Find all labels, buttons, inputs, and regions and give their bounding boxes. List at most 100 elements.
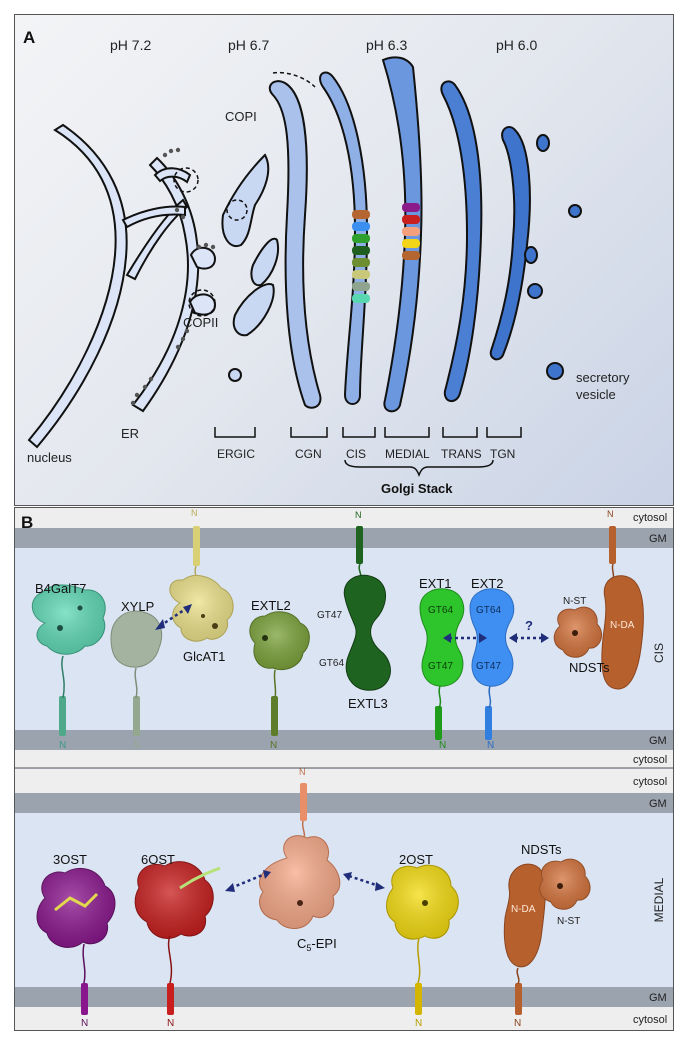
- extl2-protein: [249, 611, 310, 736]
- label-cis-side: CIS: [652, 643, 666, 663]
- copi-label: COPI: [225, 109, 257, 124]
- arrowhead: [479, 633, 487, 643]
- golgi-stack-label: Golgi Stack: [381, 481, 453, 496]
- extl3-protein: [343, 526, 391, 691]
- xylp-n-terminus: N: [133, 740, 140, 751]
- glcat1-n-terminus: N: [191, 508, 198, 518]
- label-b4galt7: B4GalT7: [35, 581, 86, 596]
- extl3-gt64-label: GT64: [319, 658, 344, 669]
- extl3-n-terminus: N: [355, 510, 362, 520]
- medial-enzyme-marker: [402, 227, 420, 236]
- ph-label-ergic: pH 6.7: [228, 37, 269, 53]
- nucleus-label: nucleus: [27, 450, 72, 465]
- panel-b-letter: B: [21, 513, 33, 532]
- panel-a: A pH 7.2 pH 6.7 pH 6.3 pH 6.0 COPII ER n…: [14, 14, 674, 506]
- arrowhead: [509, 633, 517, 643]
- secretory-vesicles: [524, 134, 582, 380]
- cis-enzyme-marker: [352, 270, 370, 279]
- label-cis: CIS: [346, 447, 366, 461]
- ndst-medial-nda-label: N-DA: [511, 904, 536, 915]
- extl3-gt47-label: GT47: [317, 610, 342, 621]
- ph-label-er: pH 7.2: [110, 37, 151, 53]
- medial-cytosol-bottom: [15, 1007, 673, 1030]
- label-gm-1: GM: [649, 533, 667, 545]
- label-gm-3: GM: [649, 798, 667, 810]
- label-gm-2: GM: [649, 735, 667, 747]
- b4galt7-protein: [31, 584, 106, 736]
- label-ndsts-medial: NDSTs: [521, 842, 562, 857]
- label-cytosol-1: cytosol: [633, 512, 667, 524]
- medial-cytosol-top: [15, 769, 673, 793]
- medial-enzyme-marker: [402, 239, 420, 248]
- ext1-n-terminus: N: [439, 740, 446, 751]
- cis-enzyme-marker: [352, 282, 370, 291]
- cis-enzyme-marker: [352, 246, 370, 255]
- ndst-medial-nst-label: N-ST: [557, 916, 580, 927]
- label-gm-4: GM: [649, 992, 667, 1004]
- label-trans: TRANS: [441, 447, 482, 461]
- medial-enzyme-markers: [402, 203, 420, 260]
- label-glcat1: GlcAT1: [183, 649, 225, 664]
- glcat1-protein: [169, 526, 234, 642]
- panel-b: B cytosol GM GM cytosol cytosol GM GM cy…: [14, 507, 674, 1031]
- panel-a-letter: A: [23, 28, 35, 47]
- arrowhead: [263, 870, 271, 879]
- ext1-gt47-label: GT47: [428, 661, 453, 672]
- arrowhead: [225, 883, 235, 892]
- medial-membrane-bottom: [15, 987, 673, 1007]
- medial-enzyme-marker: [402, 203, 420, 212]
- trans-cisterna: [440, 80, 483, 402]
- label-xylp: XYLP: [121, 599, 154, 614]
- er-label: ER: [121, 426, 139, 441]
- ext2-protein: [469, 588, 515, 740]
- ph-label-trans: pH 6.0: [496, 37, 537, 53]
- er-ribosomes: [130, 147, 216, 406]
- secretory-label-2: vesicle: [576, 387, 616, 402]
- copii-vesicle: [188, 289, 216, 317]
- copii-vesicle-top: [173, 167, 199, 193]
- ext2-gt47-label: GT47: [476, 661, 501, 672]
- cis-cytosol-top: [15, 508, 673, 528]
- ph-label-cis-medial: pH 6.3: [366, 37, 407, 53]
- ndst-medial-n-terminus: N: [514, 1018, 521, 1029]
- label-extl3: EXTL3: [348, 696, 388, 711]
- medial-membrane-top: [15, 793, 673, 813]
- cis-enzyme-marker: [352, 234, 370, 243]
- b4galt7-n-terminus: N: [59, 740, 66, 751]
- 3ost-protein: [36, 868, 116, 1015]
- ext2-n-terminus: N: [487, 740, 494, 751]
- medial-enzyme-marker: [402, 251, 420, 260]
- ext2-gt64-label: GT64: [476, 605, 501, 616]
- extl2-n-terminus: N: [270, 740, 277, 751]
- tgn-cisterna: [489, 126, 531, 361]
- label-cytosol-3: cytosol: [633, 776, 667, 788]
- ndst-medial-protein: [503, 858, 591, 1015]
- label-ext2: EXT2: [471, 576, 504, 591]
- endoplasmic-reticulum: [121, 156, 217, 413]
- unknown-interaction-mark: ?: [525, 618, 533, 633]
- xylp-protein: [110, 610, 163, 736]
- label-tgn: TGN: [490, 447, 515, 461]
- ndst-cis-n-terminus: N: [607, 509, 614, 519]
- arrowhead: [183, 604, 192, 614]
- label-6ost: 6OST: [141, 852, 175, 867]
- medial-enzyme-marker: [402, 215, 420, 224]
- cis-enzyme-marker: [352, 258, 370, 267]
- ergic-vesicle: [226, 199, 248, 221]
- ndst-cis-protein: [553, 526, 644, 690]
- enzyme-diagram: B cytosol GM GM cytosol cytosol GM GM cy…: [15, 508, 673, 1030]
- arrowhead: [541, 633, 549, 643]
- 6ost-n-terminus: N: [167, 1018, 174, 1029]
- arrowhead: [155, 619, 165, 630]
- label-c5epi: C5-EPI: [297, 936, 337, 953]
- label-3ost: 3OST: [53, 852, 87, 867]
- cis-membrane-top: [15, 528, 673, 548]
- ext1-protein: [419, 588, 465, 740]
- c5epi-2ost-interaction: [348, 874, 380, 888]
- arrowhead: [375, 882, 385, 891]
- 2ost-protein: [386, 864, 459, 1015]
- 6ost-protein: [134, 861, 221, 1015]
- ndst-cis-nst-label: N-ST: [563, 596, 586, 607]
- cis-cytosol-bottom: [15, 750, 673, 768]
- c5epi-n-terminus: N: [299, 767, 306, 777]
